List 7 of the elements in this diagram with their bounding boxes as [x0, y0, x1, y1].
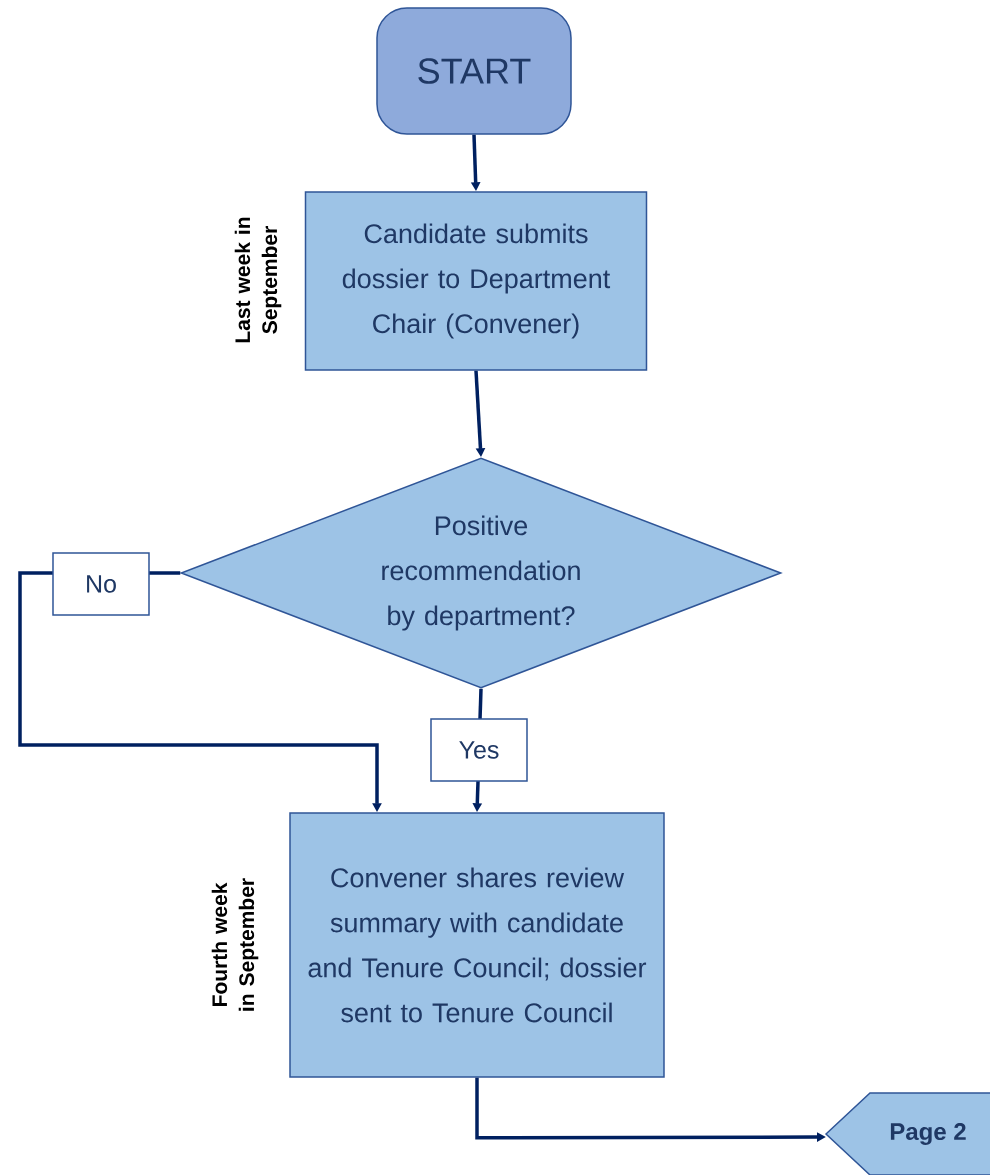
- time-label: Last week in September: [234, 217, 282, 343]
- edge-label: Yes: [430, 718, 528, 782]
- process-box: Candidate submits dossier to Department Chair (Convener): [304, 191, 648, 371]
- start-terminal: START: [376, 7, 572, 135]
- edge-label: No: [52, 552, 150, 616]
- time-label: Fourth week in September: [211, 878, 259, 1011]
- process-box: Convener shares review summary with candidate and Tenure Council; dossier sent to Tenure Council: [289, 812, 665, 1078]
